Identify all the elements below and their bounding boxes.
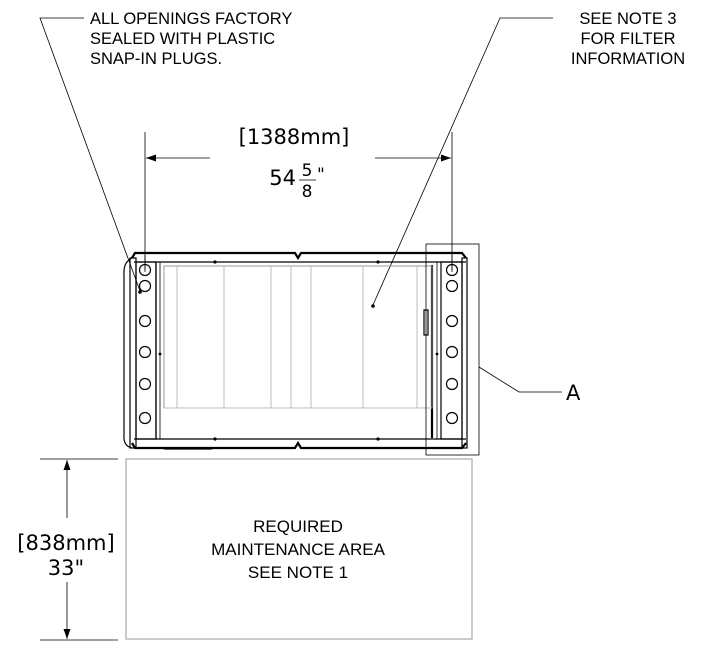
left-post-edge <box>123 257 133 449</box>
filter-frame <box>163 265 433 409</box>
note-plugs-line-2: SEALED WITH PLASTIC <box>90 30 275 48</box>
maintenance-area: REQUIRED MAINTENANCE AREA SEE NOTE 1 <box>125 458 473 640</box>
plug-opening <box>445 314 459 328</box>
note-plugs-leader-dot <box>138 290 142 294</box>
rivet <box>213 437 217 441</box>
rivet <box>376 260 380 264</box>
plug-opening <box>445 279 459 293</box>
right-post-outer <box>461 257 468 449</box>
maintenance-line-2: MAINTENANCE AREA <box>211 540 385 559</box>
note-filter-line-1: SEE NOTE 3 <box>579 10 676 28</box>
left-plugs <box>138 263 152 425</box>
note-filter-leader-dot <box>371 304 375 308</box>
note-plugs-line-3: SNAP-IN PLUGS. <box>90 50 222 68</box>
detail-a-label: A <box>566 381 581 405</box>
top-rail <box>131 251 467 261</box>
width-dimension: [1388mm] 54 5 8 " <box>144 125 453 272</box>
plug-opening <box>138 314 152 328</box>
bottom-rail <box>131 440 467 450</box>
note-plugs-leader <box>39 17 141 292</box>
note-filter: SEE NOTE 3 FOR FILTER INFORMATION <box>571 10 685 68</box>
rivet <box>158 352 162 356</box>
right-plugs <box>445 263 459 425</box>
depth-dimension: [838mm] 33" <box>17 458 118 641</box>
detail-a-leader <box>478 366 562 393</box>
plug-opening <box>138 377 152 391</box>
note-plugs-line-1: ALL OPENINGS FACTORY <box>90 10 292 28</box>
rivet <box>376 437 380 441</box>
note-plugs: ALL OPENINGS FACTORY SEALED WITH PLASTIC… <box>90 10 292 68</box>
plug-opening <box>445 377 459 391</box>
width-inch-mark: " <box>317 165 325 185</box>
depth-dimension-mm: [838mm] <box>17 531 114 555</box>
note-filter-line-2: FOR FILTER <box>580 30 675 48</box>
plug-opening <box>138 411 152 425</box>
detail-a-box <box>425 243 480 456</box>
plug-opening <box>138 279 152 293</box>
detail-a-callout: A <box>425 243 581 456</box>
rivet <box>213 260 217 264</box>
plug-opening <box>445 345 459 359</box>
maintenance-area-box <box>125 458 473 640</box>
rivet <box>435 352 439 356</box>
plug-opening <box>138 345 152 359</box>
depth-dimension-inches: 33" <box>48 556 84 580</box>
width-fraction-numerator: 5 <box>302 161 313 181</box>
unit-body <box>123 251 468 450</box>
maintenance-line-3: SEE NOTE 1 <box>248 563 348 582</box>
width-dimension-inches: 54 <box>269 166 296 190</box>
plug-opening <box>445 411 459 425</box>
note-filter-line-3: INFORMATION <box>571 50 685 68</box>
left-post-outer <box>129 257 137 449</box>
width-fraction-denominator: 8 <box>302 182 313 202</box>
maintenance-line-1: REQUIRED <box>253 517 343 536</box>
width-dimension-mm: [1388mm] <box>239 125 350 149</box>
note-filter-leader <box>372 17 553 306</box>
